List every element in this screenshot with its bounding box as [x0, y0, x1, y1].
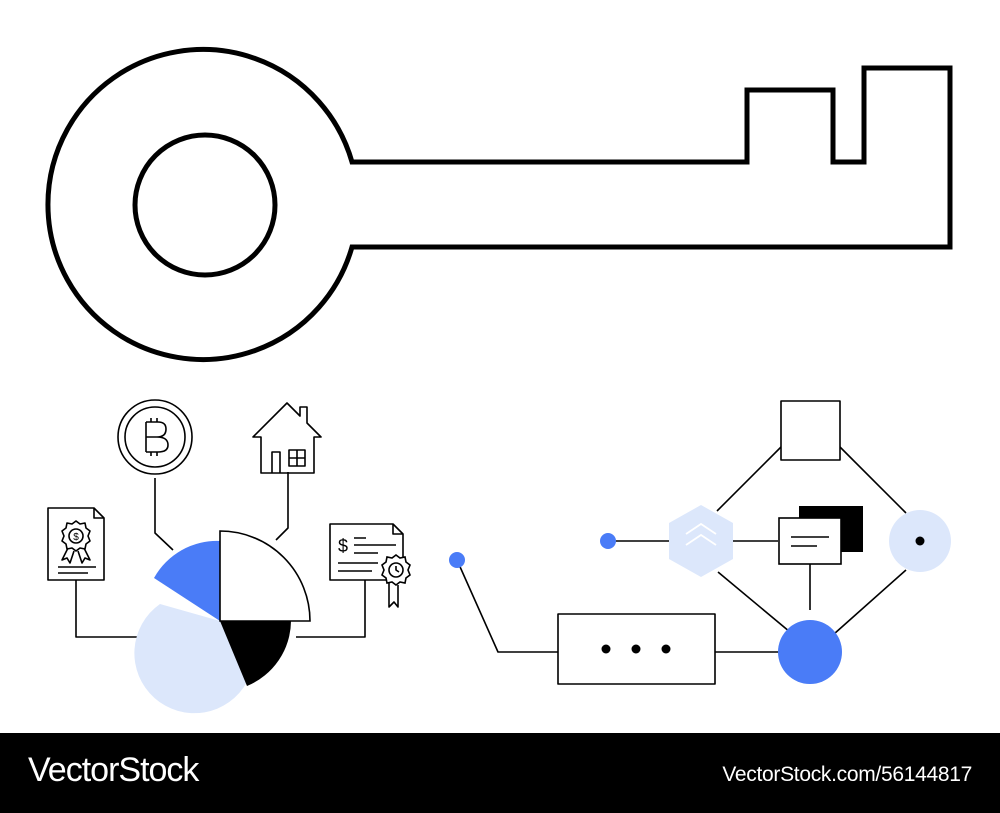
hub-node-icon — [778, 620, 842, 684]
ellipsis-box-icon — [557, 613, 716, 685]
stacked-cards-icon — [778, 506, 863, 565]
connector-line — [296, 580, 366, 638]
target-node-icon — [889, 510, 951, 572]
connector-line — [275, 472, 289, 541]
node-dot — [600, 533, 616, 549]
stock-id: VectorStock.com/56144817 — [722, 763, 972, 786]
watermark-bar: VectorStock VectorStock.com/56144817 — [0, 733, 1000, 813]
connector-line — [456, 559, 558, 653]
node-dot — [449, 552, 465, 568]
pie-slice-outline — [219, 530, 311, 622]
pie-slice-black — [220, 621, 291, 686]
dollar-glyph: $ — [73, 532, 79, 543]
house-icon — [252, 402, 322, 474]
pie-slice-pale — [134, 604, 247, 714]
key-icon — [45, 47, 953, 362]
pie-chart-icon — [134, 530, 311, 714]
certificate-icon: $ — [47, 507, 105, 581]
connector-line — [717, 571, 791, 633]
connector-line — [75, 580, 160, 638]
connector-line — [833, 569, 907, 635]
check-icon: $ — [329, 523, 411, 608]
connector-line — [839, 446, 907, 514]
network-diagram — [449, 400, 951, 685]
dollar-glyph: $ — [338, 536, 348, 556]
illustration: $ $ — [45, 47, 953, 714]
hexagon-chevron-icon — [669, 505, 733, 577]
bitcoin-icon — [117, 399, 193, 475]
connector-line — [154, 478, 174, 551]
pie-slice-blue — [154, 540, 220, 621]
finance-cluster: $ $ — [47, 399, 411, 714]
connector-line — [716, 446, 782, 512]
brand-logo: VectorStock — [28, 751, 199, 789]
square-node-icon — [780, 400, 841, 461]
